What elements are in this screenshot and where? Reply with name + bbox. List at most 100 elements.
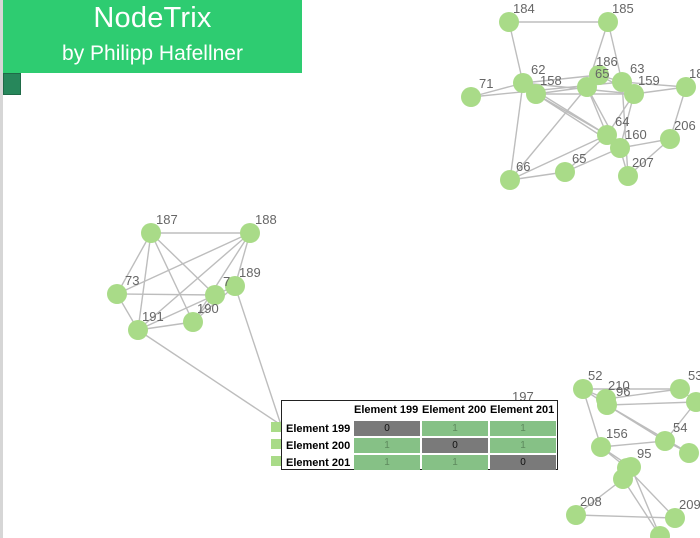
- graph-node[interactable]: [526, 84, 546, 104]
- node-label: 184: [513, 1, 535, 16]
- graph-edge: [606, 404, 690, 454]
- graph-edge: [605, 388, 681, 400]
- app-header: NodeTrix by Philipp Hafellner: [3, 0, 302, 73]
- matrix-row-header: Element 200: [286, 440, 351, 452]
- node-label: 65: [572, 151, 586, 166]
- graph-edge: [509, 134, 608, 181]
- graph-node[interactable]: [577, 77, 597, 97]
- matrix-row-header: Element 199: [286, 423, 351, 435]
- graph-edge: [137, 294, 216, 331]
- graph-node[interactable]: [597, 125, 617, 145]
- graph-edge: [607, 21, 623, 83]
- node-label: 185: [612, 1, 634, 16]
- graph-node[interactable]: [618, 166, 638, 186]
- graph-node[interactable]: [679, 443, 699, 463]
- graph-node[interactable]: [686, 392, 700, 412]
- graph-node[interactable]: [655, 431, 675, 451]
- graph-node[interactable]: [660, 129, 680, 149]
- graph-edge: [234, 285, 282, 426]
- matrix-row-handle[interactable]: [271, 422, 281, 432]
- matrix-cell[interactable]: 1: [490, 421, 556, 436]
- graph-node[interactable]: [597, 395, 617, 415]
- node-label: 186: [596, 54, 618, 69]
- graph-edge: [522, 74, 600, 84]
- matrix-row-handle[interactable]: [271, 456, 281, 466]
- graph-node[interactable]: [665, 508, 685, 528]
- node-label: 159: [638, 73, 660, 88]
- graph-node[interactable]: [670, 379, 690, 399]
- graph-edge: [509, 86, 588, 181]
- graph-edge: [582, 388, 602, 448]
- matrix-column-header: Element 199: [354, 404, 419, 416]
- graph-edge: [116, 232, 251, 295]
- graph-node[interactable]: [566, 505, 586, 525]
- matrix-cell[interactable]: 1: [422, 421, 488, 436]
- matrix-cell[interactable]: 1: [422, 455, 488, 470]
- graph-node[interactable]: [240, 223, 260, 243]
- node-label: 210: [608, 378, 630, 393]
- node-label: 190: [197, 301, 219, 316]
- node-label: 54: [673, 420, 687, 435]
- node-label: 209: [679, 497, 700, 512]
- node-label: 62: [531, 62, 545, 77]
- graph-edge: [509, 82, 524, 181]
- graph-node[interactable]: [499, 12, 519, 32]
- matrix-cell[interactable]: 1: [354, 438, 420, 453]
- matrix-column-header: Element 201: [490, 404, 555, 416]
- matrix-column-header: Element 200: [422, 404, 487, 416]
- graph-node[interactable]: [650, 526, 670, 538]
- matrix-cell[interactable]: 0: [490, 455, 556, 470]
- node-label: 207: [632, 155, 654, 170]
- graph-node[interactable]: [225, 276, 245, 296]
- graph-edge: [137, 329, 282, 426]
- node-label: 160: [625, 127, 647, 142]
- graph-node[interactable]: [107, 284, 127, 304]
- graph-node[interactable]: [591, 437, 611, 457]
- graph-edge: [626, 467, 676, 519]
- node-label: 96: [616, 384, 630, 399]
- graph-node[interactable]: [676, 77, 696, 97]
- node-label: 206: [674, 118, 696, 133]
- graph-node[interactable]: [624, 84, 644, 104]
- adjacency-matrix[interactable]: Element 199 Element 200 Element 201 Elem…: [281, 400, 558, 470]
- matrix-cell[interactable]: 0: [354, 421, 420, 436]
- node-label: 52: [588, 368, 602, 383]
- matrix-cell[interactable]: 1: [354, 455, 420, 470]
- graph-edge: [575, 514, 676, 519]
- graph-node[interactable]: [613, 469, 633, 489]
- graph-node[interactable]: [555, 162, 575, 182]
- graph-edge: [600, 440, 666, 448]
- node-label: 18: [689, 66, 700, 81]
- graph-edge: [192, 232, 251, 323]
- matrix-cell[interactable]: 1: [490, 438, 556, 453]
- graph-node[interactable]: [500, 170, 520, 190]
- app-subtitle: by Philipp Hafellner: [62, 42, 243, 65]
- graph-edge: [564, 147, 621, 173]
- matrix-row-header: Element 201: [286, 457, 351, 469]
- graph-node[interactable]: [128, 320, 148, 340]
- graph-node[interactable]: [183, 312, 203, 332]
- graph-edge: [137, 232, 251, 331]
- node-label: 66: [516, 159, 530, 174]
- graph-edge: [621, 81, 687, 88]
- graph-node[interactable]: [141, 223, 161, 243]
- node-label: 65: [595, 66, 609, 81]
- graph-node[interactable]: [461, 87, 481, 107]
- left-border: [0, 0, 3, 538]
- node-label: 187: [156, 212, 178, 227]
- graph-node[interactable]: [573, 379, 593, 399]
- app-title: NodeTrix: [93, 2, 212, 34]
- matrix-row-handle[interactable]: [271, 439, 281, 449]
- node-label: 191: [142, 309, 164, 324]
- graph-node[interactable]: [205, 285, 225, 305]
- node-label: 208: [580, 494, 602, 509]
- graph-edge: [150, 232, 194, 323]
- node-label: 158: [540, 73, 562, 88]
- matrix-cell[interactable]: 0: [422, 438, 488, 453]
- menu-toggle-button[interactable]: [3, 73, 21, 95]
- graph-edge: [630, 466, 661, 537]
- graph-node[interactable]: [610, 138, 630, 158]
- graph-node[interactable]: [598, 12, 618, 32]
